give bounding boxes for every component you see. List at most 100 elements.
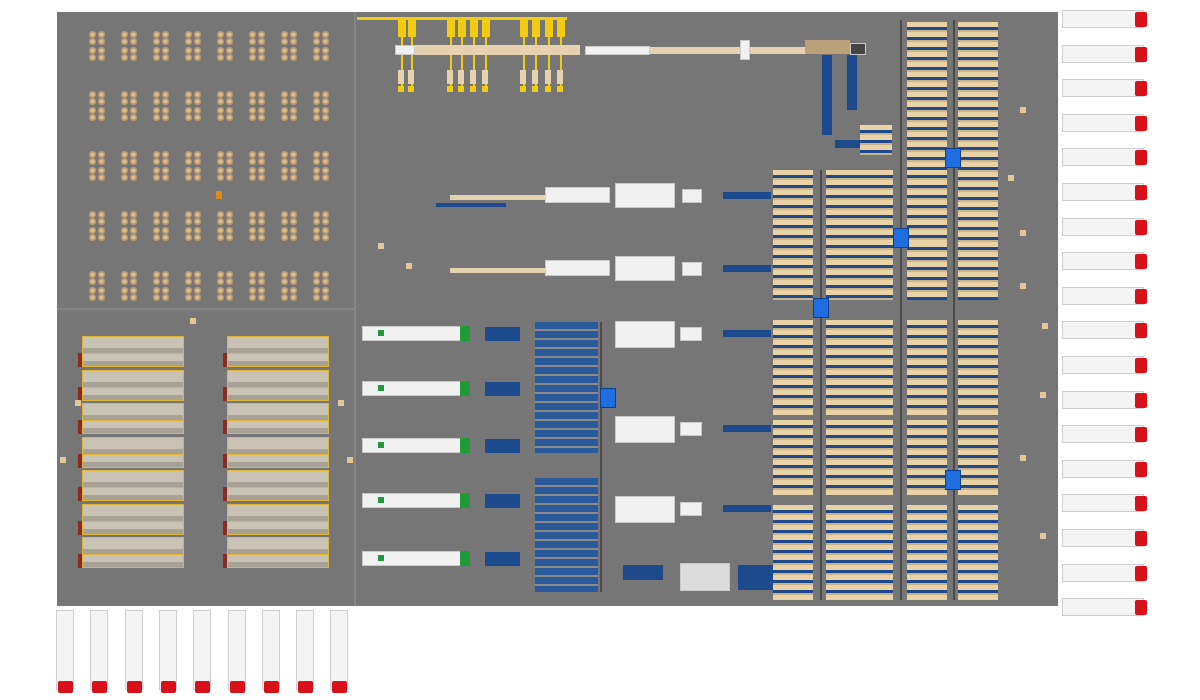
main-belt: [395, 45, 580, 55]
spool: [249, 278, 256, 285]
spool: [249, 294, 256, 301]
spool: [121, 158, 128, 165]
spool: [98, 211, 105, 218]
feeder-line: [450, 268, 550, 273]
spool: [185, 31, 192, 38]
spool: [194, 47, 201, 54]
spool: [249, 151, 256, 158]
extruder: [362, 493, 462, 508]
aisle: [600, 322, 602, 592]
spool: [217, 151, 224, 158]
rack-end-marker: [223, 487, 227, 501]
crane-foot: [458, 86, 464, 92]
pallet-buffer: [535, 478, 598, 592]
spool: [153, 47, 160, 54]
spool: [121, 151, 128, 158]
spool: [226, 31, 233, 38]
crane-load: [520, 70, 526, 84]
spool: [98, 47, 105, 54]
spool: [153, 278, 160, 285]
spool: [217, 278, 224, 285]
spool: [194, 167, 201, 174]
spool: [322, 218, 329, 225]
truck: [1062, 252, 1147, 271]
truck: [1062, 79, 1147, 98]
spool: [153, 167, 160, 174]
spool: [185, 287, 192, 294]
spool: [194, 151, 201, 158]
spool: [281, 271, 288, 278]
truck-cab: [332, 681, 348, 693]
spool: [226, 151, 233, 158]
truck-cab: [1135, 12, 1147, 27]
crane-leg: [450, 37, 452, 92]
crane-load: [482, 70, 488, 84]
spool: [98, 287, 105, 294]
spool: [162, 271, 169, 278]
spool: [322, 91, 329, 98]
storage-block: [773, 320, 813, 415]
spool: [194, 211, 201, 218]
storage-rack: [227, 436, 329, 455]
spool: [185, 98, 192, 105]
spool: [162, 167, 169, 174]
spool: [162, 54, 169, 61]
extruder-unit: [460, 381, 470, 396]
spool: [194, 54, 201, 61]
truck: [1062, 10, 1147, 28]
spool: [194, 38, 201, 45]
spool: [130, 278, 137, 285]
spool: [121, 294, 128, 301]
spool: [226, 107, 233, 114]
spool: [217, 227, 224, 234]
truck: [1062, 598, 1147, 617]
truck-cab: [1135, 461, 1147, 477]
spool: [281, 218, 288, 225]
spool: [153, 294, 160, 301]
crane-leg: [535, 37, 537, 92]
spool: [313, 287, 320, 294]
truck-cab: [1135, 392, 1147, 408]
loose-crate: [347, 457, 353, 463]
truck: [1062, 286, 1147, 305]
spool: [153, 91, 160, 98]
spool: [98, 31, 105, 38]
spool: [130, 218, 137, 225]
spool: [258, 151, 265, 158]
storage-block: [773, 170, 813, 300]
machine: [545, 187, 610, 203]
main-belt: [805, 40, 850, 54]
spool: [89, 234, 96, 241]
spool: [226, 218, 233, 225]
crane-hoist: [447, 17, 455, 37]
storage-block: [958, 505, 998, 600]
storage-rack: [82, 336, 184, 354]
storage-block: [907, 170, 947, 245]
spool: [121, 218, 128, 225]
spool: [258, 158, 265, 165]
rack-end-marker: [223, 353, 227, 367]
extruder-unit: [378, 497, 384, 503]
storage-rack: [227, 520, 329, 535]
spool: [98, 38, 105, 45]
spool: [130, 234, 137, 241]
extruder-unit: [378, 385, 384, 391]
crane-load: [458, 70, 464, 84]
loose-crate: [338, 400, 344, 406]
conveyor: [436, 203, 506, 207]
truck: [1062, 113, 1147, 132]
truck-cab: [263, 681, 279, 693]
stacker: [850, 43, 866, 55]
truck-cab: [1135, 358, 1147, 373]
storage-block: [773, 420, 813, 495]
spool: [130, 98, 137, 105]
outfeed-conveyor: [822, 55, 832, 135]
spool: [258, 287, 265, 294]
spool: [281, 114, 288, 121]
spool: [313, 234, 320, 241]
spool: [121, 47, 128, 54]
spool: [249, 234, 256, 241]
spool: [290, 38, 297, 45]
spool: [153, 158, 160, 165]
crane-leg: [411, 37, 413, 92]
